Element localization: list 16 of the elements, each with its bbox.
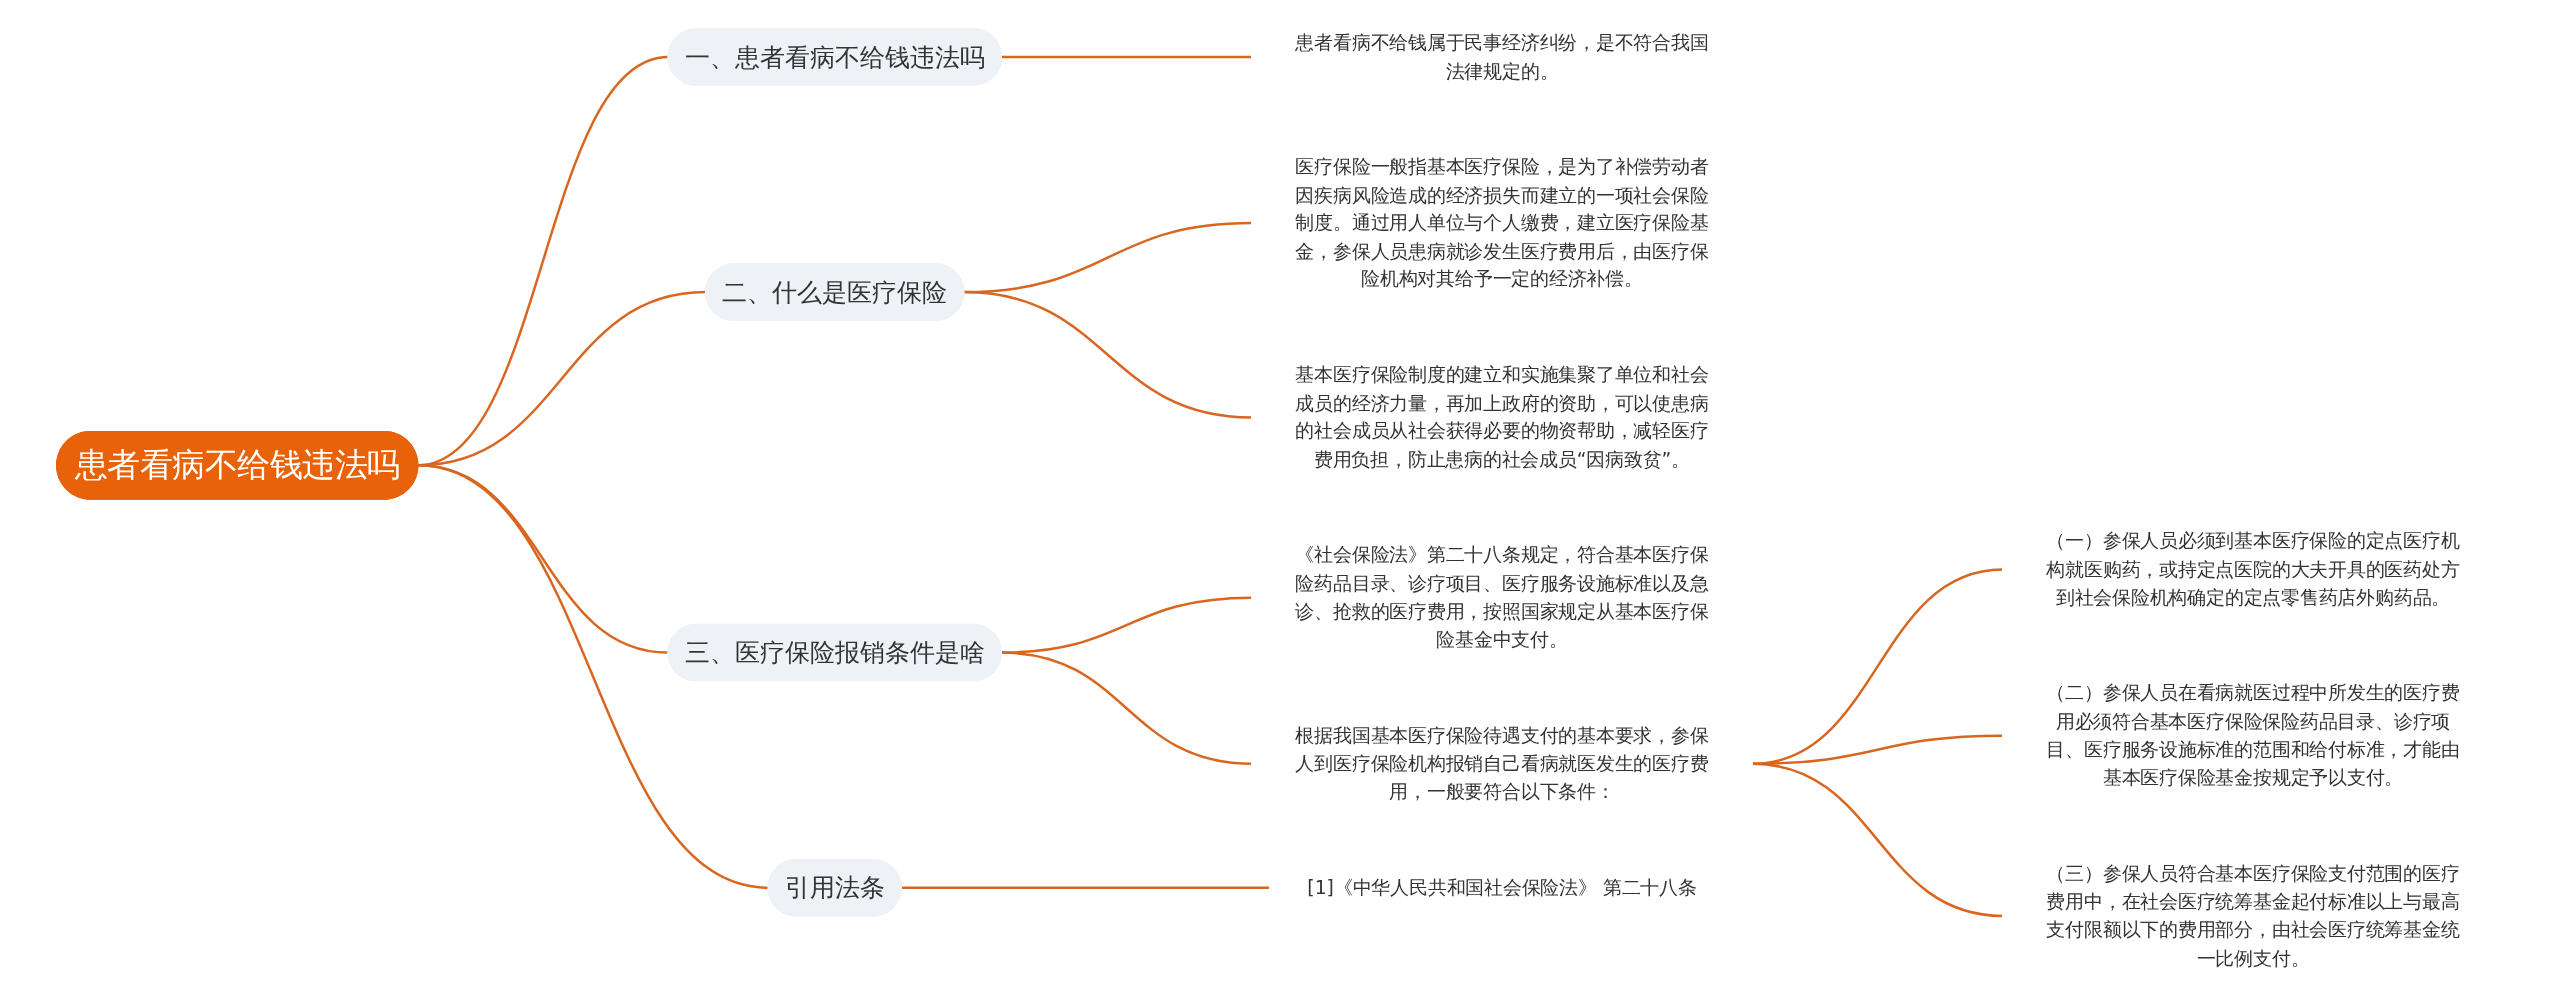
node-text: （一）参保人员必须到基本医疗保险的定点医疗机构就医购药，或持定点医院的大夫开具的医药处方到社会保险机构确定的定点零售药店外购药品。 [2046,529,2460,609]
node-text: 患者看病不给钱属于民事经济纠纷，是不符合我国法律规定的。 [1295,31,1709,82]
node-text: [1]《中华人民共和国社会保险法》 第二十八条 [1307,876,1697,899]
node-text: 医疗保险一般指基本医疗保险，是为了补偿劳动者因疾病风险造成的经济损失而建立的一项社会保险制度。通过用人单位与个人缴费，建立医疗保险基金，参保人员患病就诊发生医疗费用后，由医疗保险机构对其给予一定的经济补偿。 [1295,155,1709,291]
connector [1752,568,2003,766]
connector [1752,762,2003,918]
connector [1001,55,1252,59]
node-text: （二）参保人员在看病就医过程中所发生的医疗费用必须符合基本医疗保险保险药品目录、诊疗项目、医疗服务设施标准的范围和给付标准，才能由基本医疗保险基金按规定予以支付。 [2046,681,2460,789]
connector [417,464,769,889]
connector [963,290,1252,419]
connector [901,886,1270,889]
connector [1001,651,1252,766]
node-text: 基本医疗保险制度的建立和实施集聚了单位和社会成员的经济力量，再加上政府的资助，可以使患病的社会成员从社会获得必要的物资帮助，减轻医疗费用负担，防止患病的社会成员“因病致贫”。 [1295,363,1709,471]
node-text: （三）参保人员符合基本医疗保险支付范围的医疗费用中，在社会医疗统筹基金起付标准以上与最高支付限额以下的费用部分，由社会医疗统筹基金统一比例支付。 [2046,862,2460,970]
node-text: 根据我国基本医疗保险待遇支付的基本要求，参保人到医疗保险机构报销自己看病就医发生的医疗费用，一般要符合以下条件： [1295,724,1709,803]
node-text: 《社会保险法》第二十八条规定，符合基本医疗保险药品目录、诊疗项目、医疗服务设施标准以及急诊、抢救的医疗费用，按照国家规定从基本医疗保险基金中支付。 [1295,543,1709,651]
